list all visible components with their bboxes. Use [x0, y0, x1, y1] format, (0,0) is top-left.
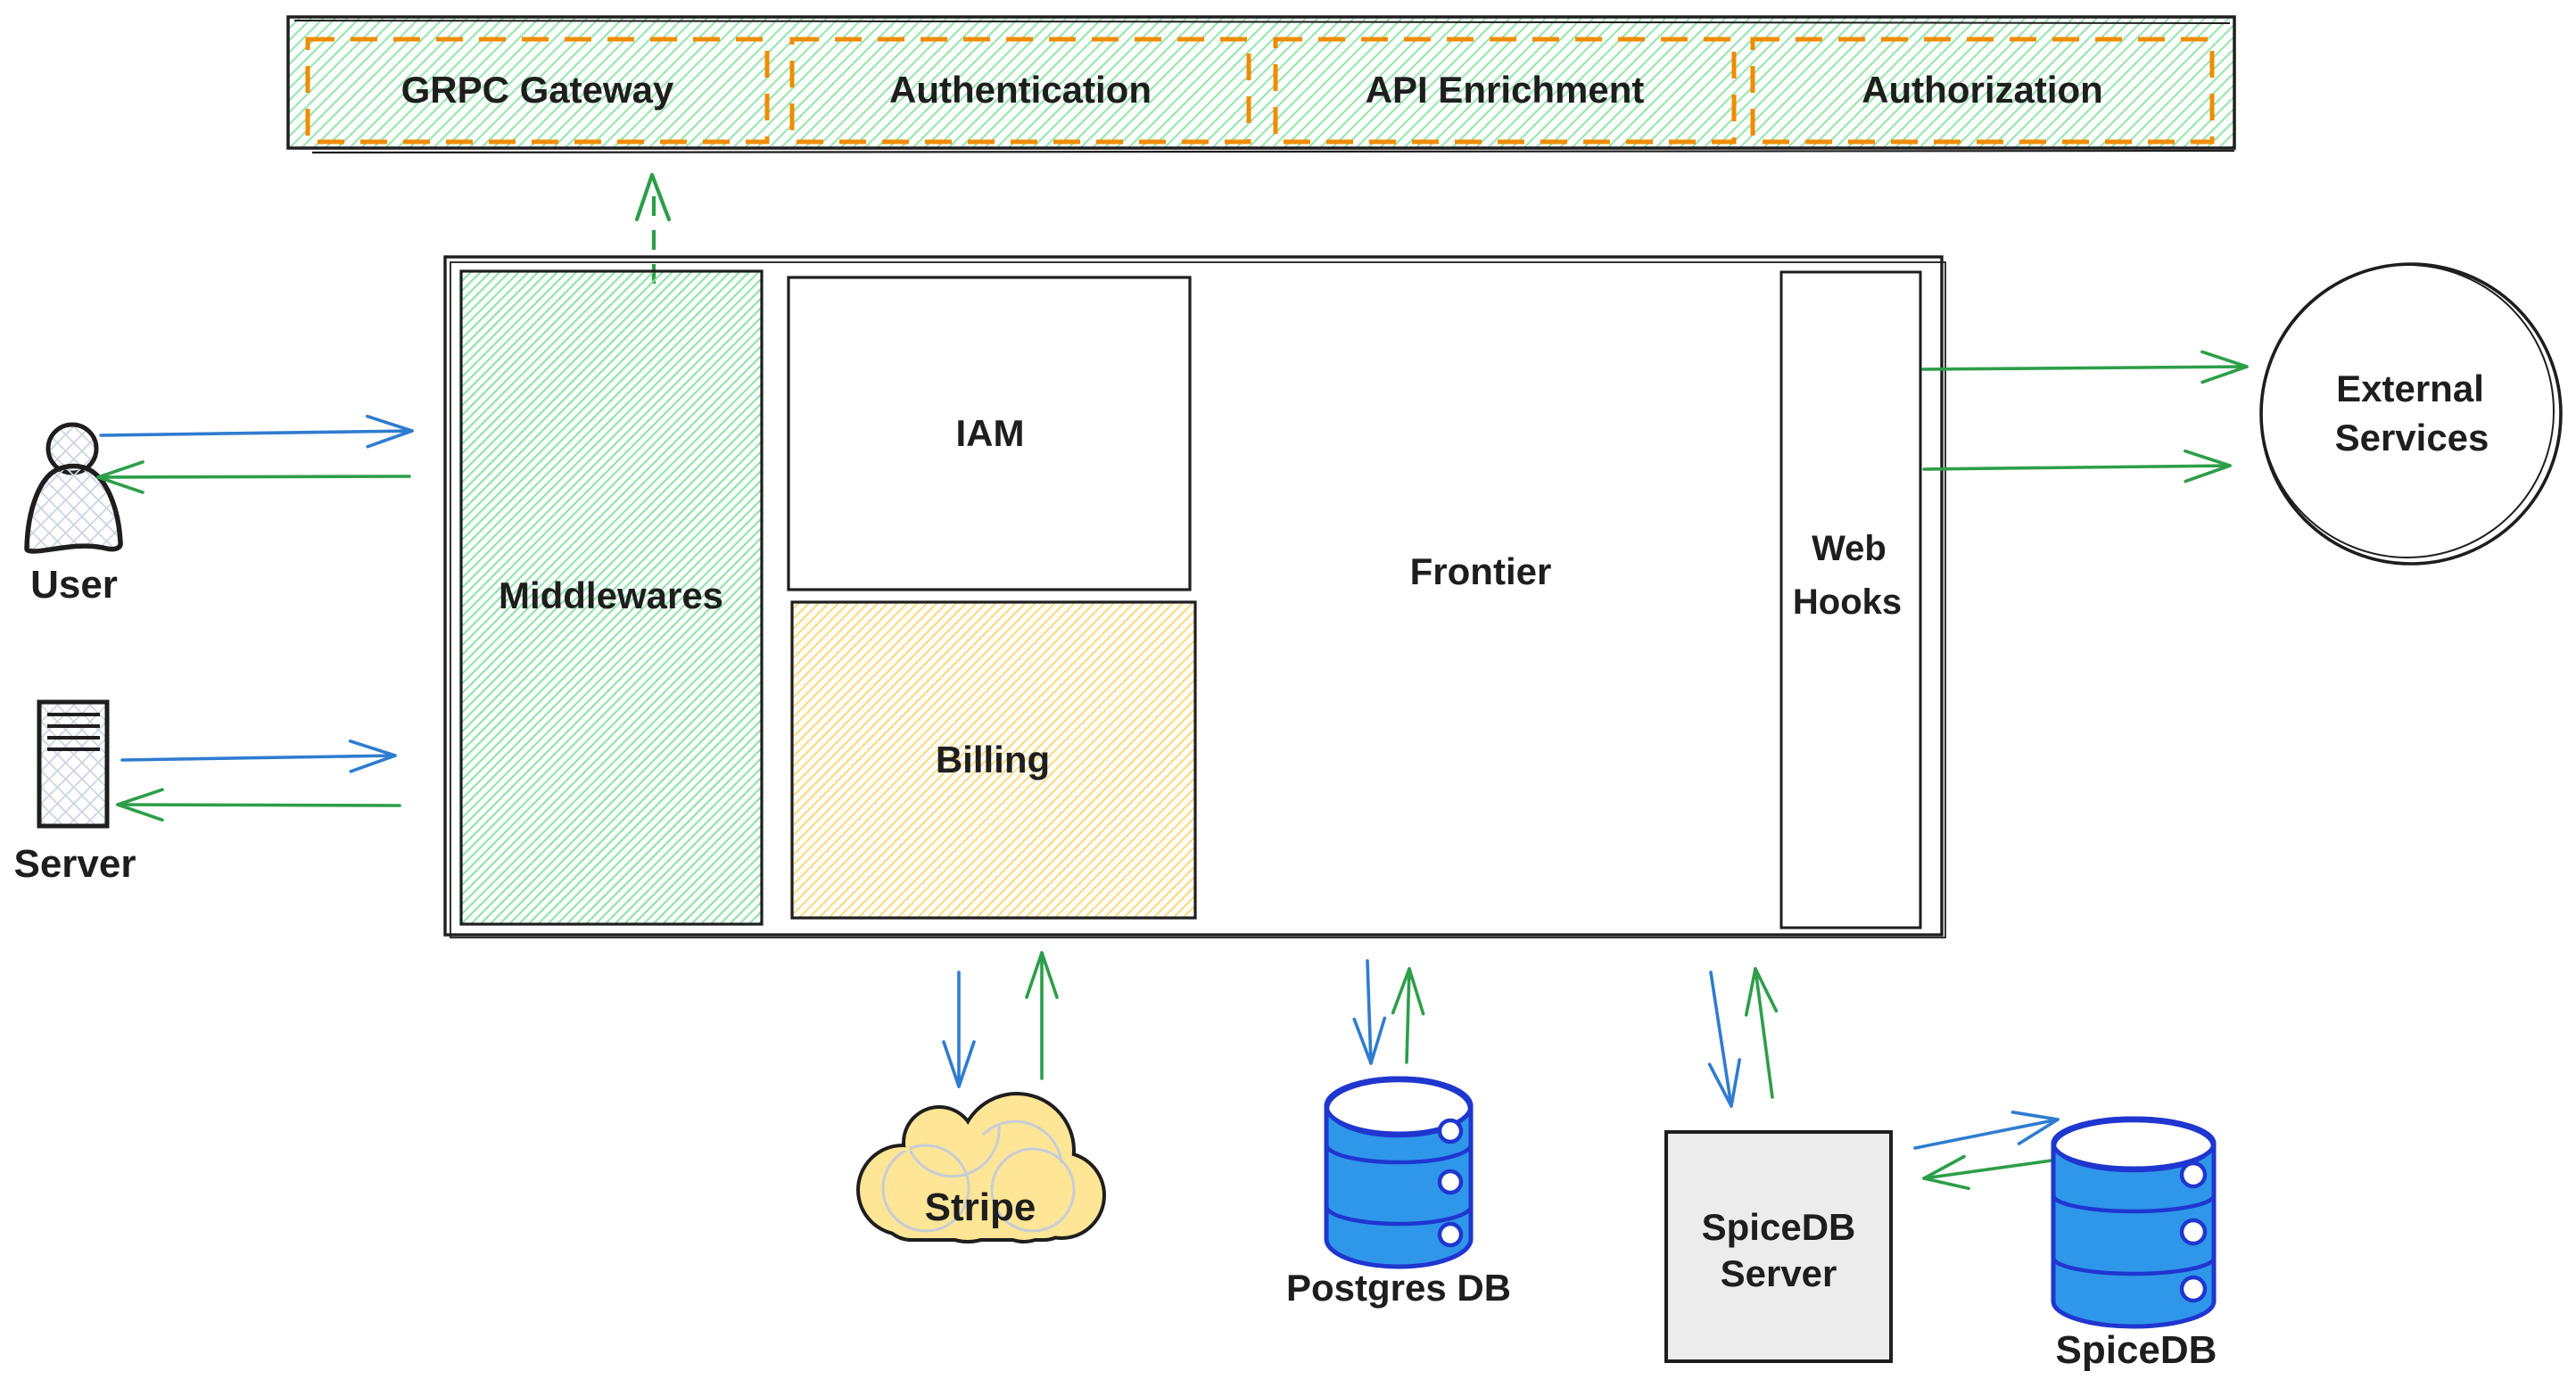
svg-text:GRPC Gateway: GRPC Gateway [401, 69, 674, 111]
svg-text:Server: Server [1721, 1252, 1837, 1294]
svg-text:SpiceDB: SpiceDB [2056, 1328, 2217, 1372]
svg-text:API Enrichment: API Enrichment [1366, 69, 1645, 111]
svg-text:Postgres DB: Postgres DB [1286, 1267, 1511, 1309]
svg-text:Frontier: Frontier [1410, 550, 1552, 592]
svg-text:IAM: IAM [956, 412, 1025, 454]
svg-text:Services: Services [2335, 417, 2489, 459]
svg-text:Hooks: Hooks [1793, 582, 1902, 622]
svg-text:User: User [30, 563, 118, 607]
svg-text:Billing: Billing [936, 739, 1050, 781]
svg-text:Authentication: Authentication [889, 69, 1152, 111]
svg-text:Server: Server [13, 842, 136, 886]
svg-text:Authorization: Authorization [1862, 69, 2103, 111]
svg-text:Web: Web [1812, 529, 1887, 568]
svg-text:Middlewares: Middlewares [499, 574, 723, 616]
svg-text:Stripe: Stripe [925, 1186, 1036, 1229]
svg-text:External: External [2336, 368, 2484, 409]
svg-text:SpiceDB: SpiceDB [1702, 1206, 1856, 1248]
